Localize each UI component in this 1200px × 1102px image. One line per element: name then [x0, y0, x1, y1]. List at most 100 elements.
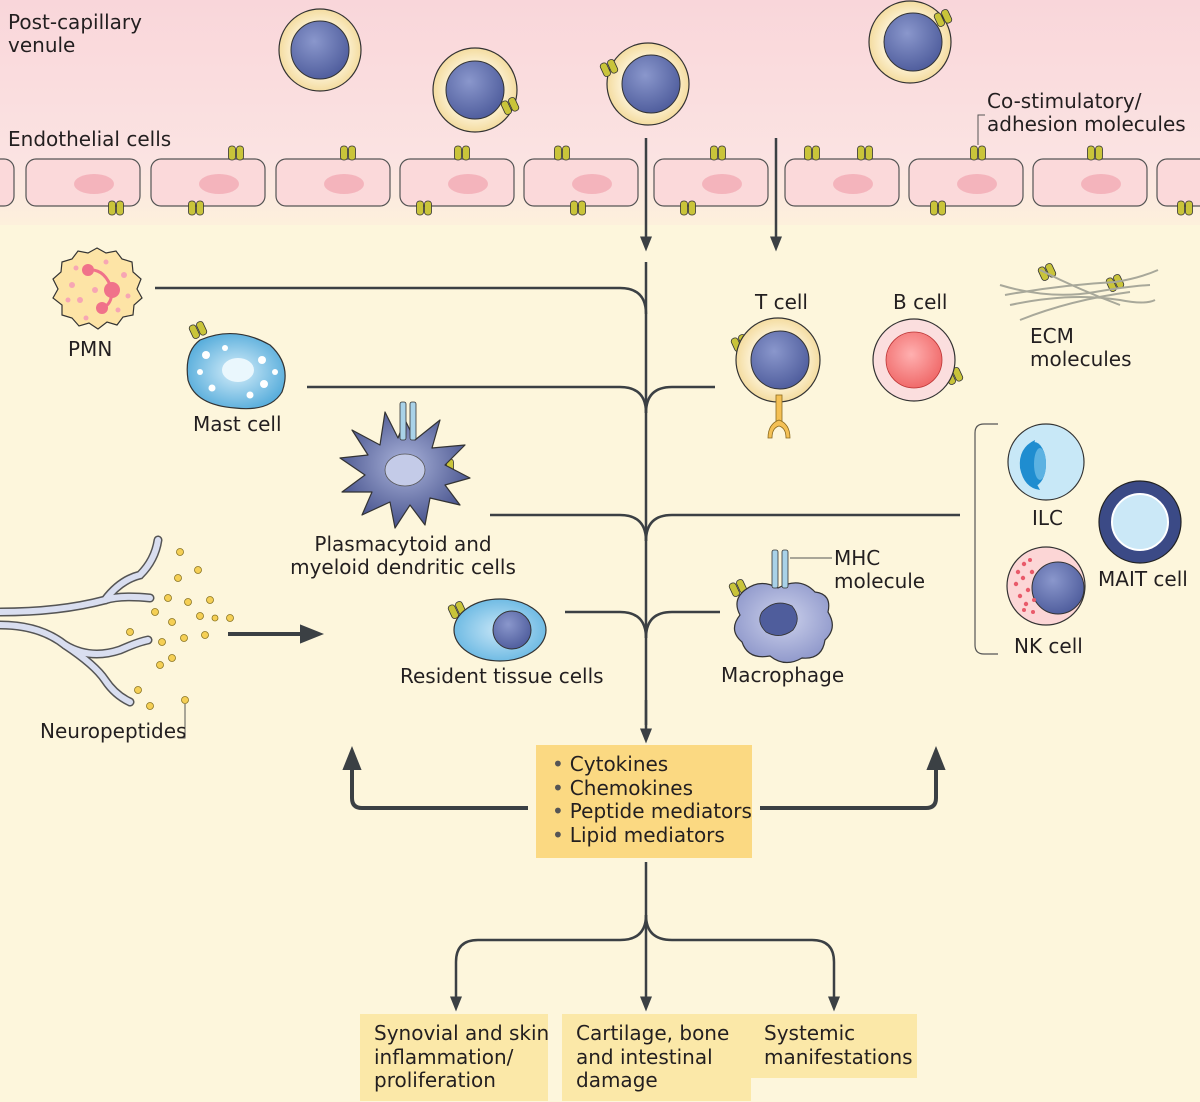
endothelial-cell	[523, 158, 639, 207]
b-cell	[872, 318, 956, 402]
t-cell	[735, 317, 821, 439]
dc-label-line2: myeloid dendritic cells	[290, 555, 516, 579]
adhesion-molecule	[1177, 200, 1193, 216]
dc-label-line1: Plasmacytoid and	[314, 532, 492, 556]
mait-cell	[1098, 480, 1182, 564]
resident-tissue-cell	[453, 598, 547, 662]
adhesion-molecule	[188, 321, 208, 339]
endothelial-cell	[25, 158, 141, 207]
venule-label-line2: venule	[8, 33, 76, 57]
outcome-arrows	[450, 862, 840, 1012]
neuron-fibers	[0, 535, 163, 707]
adhesion-molecule	[599, 59, 619, 77]
mediators-box: Cytokines Chemokines Peptide mediators L…	[536, 745, 752, 858]
t-cell-label: T cell	[755, 290, 808, 314]
nk-cell	[1006, 546, 1086, 626]
outcome-box-inflammation: Synovial and skin inflammation/ prolifer…	[360, 1014, 550, 1101]
adhesion-molecule	[554, 145, 570, 161]
adhesion-molecule	[570, 200, 586, 216]
venule-label: Post-capillary venule	[8, 11, 142, 57]
ilc-label: ILC	[1032, 506, 1064, 530]
endothelial-cell	[908, 158, 1024, 207]
feedback-arrow-left	[342, 746, 528, 810]
mediator-item: Chemokines	[552, 776, 752, 801]
adhesion-molecules	[108, 9, 1193, 619]
costim-label-line2: adhesion molecules	[987, 112, 1186, 136]
adhesion-molecule	[454, 145, 470, 161]
outcome-line: Cartilage, bone	[576, 1021, 730, 1045]
endothelial-cell	[1032, 158, 1148, 207]
macrophage-label: Macrophage	[721, 663, 845, 687]
vessel-leukocyte-3	[606, 42, 690, 126]
vessel-leukocyte-2	[432, 47, 518, 133]
mhc-label: MHC molecule	[834, 547, 925, 593]
venule-label-line1: Post-capillary	[8, 10, 142, 34]
endothelial-layer	[0, 158, 1200, 207]
macrophage	[733, 549, 833, 664]
adhesion-molecule	[680, 200, 696, 216]
mait-label: MAIT cell	[1098, 567, 1188, 591]
dc-label: Plasmacytoid and myeloid dendritic cells	[290, 533, 516, 579]
endothelial-cell	[150, 158, 266, 207]
neuropeptide-pointer	[178, 704, 186, 739]
mediator-item: Lipid mediators	[552, 823, 752, 848]
costim-pointer	[977, 114, 985, 145]
ecm-label-line1: ECM	[1030, 324, 1074, 348]
convergence-lines	[155, 262, 960, 725]
vessel-leukocyte-1	[278, 8, 362, 92]
b-cell-label: B cell	[893, 290, 948, 314]
adhesion-molecule	[933, 9, 953, 27]
outcome-line: and intestinal	[576, 1044, 713, 1069]
outcome-line: damage	[576, 1068, 658, 1092]
ecm-label-line2: molecules	[1030, 347, 1132, 371]
adhesion-molecule	[1037, 263, 1057, 281]
mediator-item: Cytokines	[552, 752, 752, 777]
outcome-line: inflammation/	[374, 1044, 514, 1069]
adhesion-molecule	[804, 145, 820, 161]
pmn-label: PMN	[68, 337, 113, 361]
feedback-arrow-right	[760, 746, 946, 810]
mast-cell-label: Mast cell	[193, 412, 282, 436]
ilc-cell	[1007, 423, 1085, 501]
outcome-line: manifestations	[764, 1044, 913, 1069]
mediator-item: Peptide mediators	[552, 799, 752, 824]
adhesion-molecule	[930, 200, 946, 216]
adhesion-molecule	[1087, 145, 1103, 161]
adhesion-molecule	[108, 200, 124, 216]
endothelial-cell	[399, 158, 515, 207]
mediators-list: Cytokines Chemokines Peptide mediators L…	[536, 745, 752, 847]
endothelial-label: Endothelial cells	[8, 127, 172, 151]
adhesion-molecule	[340, 145, 356, 161]
outcome-box-damage: Cartilage, bone and intestinal damage	[562, 1014, 751, 1101]
adhesion-molecule	[970, 145, 986, 161]
adhesion-molecule	[500, 97, 520, 115]
endothelial-cell	[784, 158, 900, 207]
adhesion-molecule	[228, 145, 244, 161]
ecm-fibers	[999, 269, 1159, 321]
adhesion-molecule	[710, 145, 726, 161]
dendritic-cell	[339, 401, 471, 529]
endothelial-cell	[653, 158, 769, 207]
adhesion-molecule	[416, 200, 432, 216]
costim-label-line1: Co-stimulatory/	[987, 89, 1142, 113]
neuropeptide-granules	[126, 548, 234, 710]
vessel-leukocyte-4	[868, 0, 952, 84]
outcome-line: proliferation	[374, 1068, 496, 1092]
innate-bracket	[974, 423, 998, 655]
pmn-cell	[52, 247, 143, 330]
neuropeptides-label: Neuropeptides	[40, 719, 187, 743]
nk-label: NK cell	[1014, 634, 1083, 658]
endothelial-cell	[275, 158, 391, 207]
mast-cell	[186, 332, 286, 410]
outcome-line: Systemic	[764, 1021, 856, 1045]
ecm-label: ECM molecules	[1030, 324, 1132, 371]
endothelial-cell	[0, 158, 15, 207]
mhc-label-line1: MHC	[834, 546, 881, 570]
adhesion-molecule	[857, 145, 873, 161]
outcome-box-systemic: Systemic manifestations	[750, 1014, 917, 1078]
outcome-line: Synovial and skin	[374, 1021, 550, 1045]
adhesion-molecule	[188, 200, 204, 216]
costim-label: Co-stimulatory/ adhesion molecules	[987, 90, 1186, 136]
mhc-label-line2: molecule	[834, 569, 926, 593]
